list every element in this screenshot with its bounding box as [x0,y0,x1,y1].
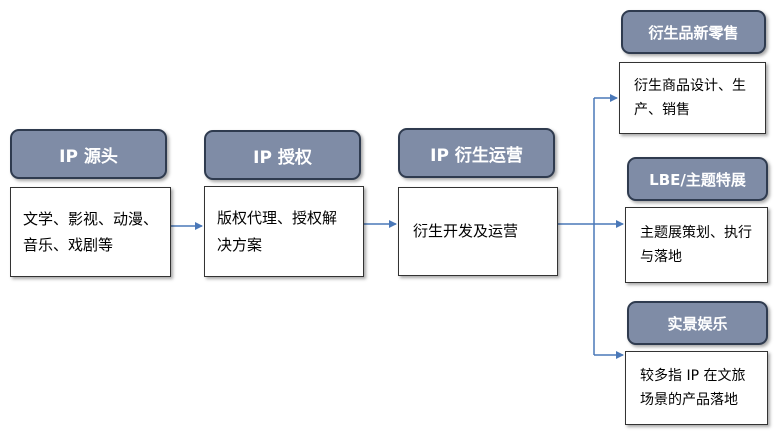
retail-box: 衍生商品设计、生产、销售 [619,62,766,134]
ip-source-text: 文学、影视、动漫、音乐、戏剧等 [23,209,159,254]
ip-license-title: IP 授权 [253,147,312,168]
retail-header: 衍生品新零售 [621,10,766,54]
lbe-box: 主题展策划、执行与落地 [625,207,768,283]
ip-operation-box: 衍生开发及运营 [398,187,558,276]
ip-operation-header: IP 衍生运营 [398,128,555,178]
live-entertainment-title: 实景娱乐 [667,314,728,333]
ip-license-header: IP 授权 [204,130,361,180]
ip-source-box: 文学、影视、动漫、音乐、戏剧等 [10,187,171,277]
ip-license-box: 版权代理、授权解决方案 [204,186,364,277]
ip-license-text: 版权代理、授权解决方案 [217,209,338,254]
lbe-header: LBE/主题特展 [627,157,768,201]
lbe-title: LBE/主题特展 [649,170,746,189]
retail-text: 衍生商品设计、生产、销售 [634,77,746,119]
retail-title: 衍生品新零售 [648,23,739,42]
live-entertainment-text: 较多指 IP 在文旅场景的产品落地 [640,367,746,409]
live-entertainment-box: 较多指 IP 在文旅场景的产品落地 [625,351,768,425]
lbe-text: 主题展策划、执行与落地 [640,224,752,266]
ip-source-title: IP 源头 [59,146,118,167]
live-entertainment-header: 实景娱乐 [627,301,768,345]
ip-operation-title: IP 衍生运营 [430,145,523,166]
ip-operation-text: 衍生开发及运营 [413,222,519,241]
ip-source-header: IP 源头 [10,129,167,179]
